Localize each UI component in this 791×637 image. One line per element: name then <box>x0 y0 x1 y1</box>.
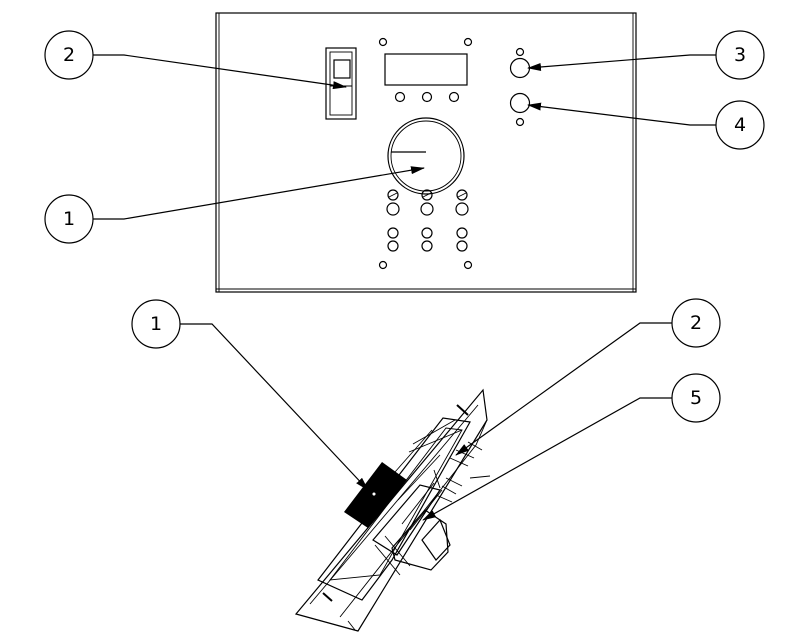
callout-top-4: 4 <box>715 100 765 150</box>
callouts: 2 1 3 4 1 2 5 <box>44 30 765 423</box>
leader-lines <box>93 54 716 521</box>
indicator-lamps <box>509 47 531 127</box>
side-view <box>294 388 491 632</box>
callout-label: 3 <box>734 44 746 66</box>
callout-label: 1 <box>63 208 75 230</box>
callout-label: 1 <box>150 313 162 335</box>
callout-bottom-5: 5 <box>671 373 721 423</box>
front-panel-view <box>215 12 637 293</box>
callout-label: 4 <box>734 114 746 136</box>
callout-label: 2 <box>690 312 702 334</box>
mounting-holes <box>378 37 473 270</box>
display-window <box>384 53 468 103</box>
power-switch <box>325 47 357 120</box>
callout-top-3: 3 <box>715 30 765 80</box>
callout-label: 2 <box>63 44 75 66</box>
panel-outline <box>215 12 637 293</box>
callout-top-2: 2 <box>44 30 94 80</box>
small-controls <box>386 189 469 252</box>
callout-bottom-2: 2 <box>671 298 721 348</box>
callout-top-1: 1 <box>44 194 94 244</box>
callout-bottom-1: 1 <box>131 299 181 349</box>
callout-label: 5 <box>690 387 702 409</box>
main-knob <box>387 117 465 195</box>
